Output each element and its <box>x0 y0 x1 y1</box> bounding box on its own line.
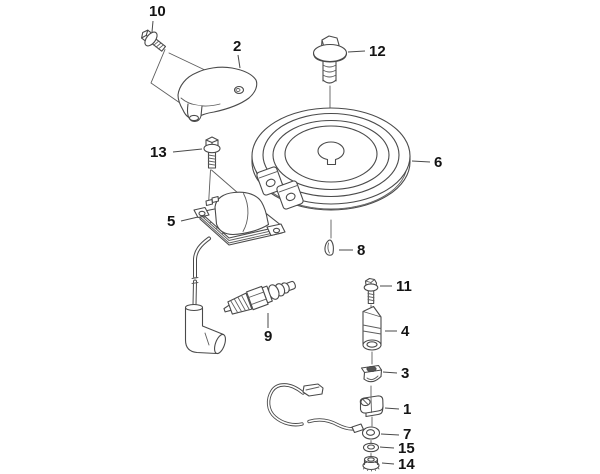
ground-wire-7 <box>266 383 381 440</box>
leader-line-coil-bolt <box>172 148 203 153</box>
part-label-2-cover-bracket: 2 <box>233 38 241 55</box>
part-label-8-woodruff-key: 8 <box>357 242 365 259</box>
leader-line-cover-bracket <box>237 54 241 69</box>
projection-lines-bracket <box>150 49 208 104</box>
part-label-15-washer: 15 <box>398 440 415 457</box>
ring-terminal <box>361 426 381 440</box>
leader-line-flywheel <box>411 160 431 163</box>
flag-connector <box>302 383 324 397</box>
leader-line-ignition-coil <box>180 216 199 222</box>
magnet-block-right <box>276 180 304 210</box>
part-label-10-bracket-bolt: 10 <box>149 3 166 20</box>
washer-15 <box>362 442 380 453</box>
bolt-13 <box>203 136 221 169</box>
part-label-3-clip-nut: 3 <box>401 365 409 382</box>
part-label-5-ignition-coil: 5 <box>167 213 175 230</box>
leader-line-ground-wire <box>380 433 400 436</box>
leader-line-cable-clamp <box>384 407 400 410</box>
leader-line-flywheel-bolt <box>347 50 366 53</box>
spark-plug-lead <box>184 236 226 355</box>
part-label-11-terminal-screw: 11 <box>396 278 412 295</box>
flange-nut-14 <box>362 455 380 472</box>
leader-line-bracket-bolt <box>151 20 154 33</box>
leader-line-washer <box>379 446 395 449</box>
cable-clamp-1 <box>359 395 384 418</box>
part-label-12-flywheel-bolt: 12 <box>369 43 386 60</box>
part-label-6-flywheel: 6 <box>434 154 442 171</box>
bolt-12 <box>312 35 348 84</box>
bolt-10 <box>141 29 167 52</box>
part-label-1-cable-clamp: 1 <box>403 401 411 418</box>
cover-bracket-2 <box>177 66 258 122</box>
clip-nut-3 <box>360 364 383 383</box>
leader-line-clip-nut <box>382 371 398 374</box>
leader-line-flange-nut <box>381 462 395 465</box>
spacer-sleeve-4 <box>362 305 382 351</box>
woodruff-key-8 <box>324 239 334 256</box>
spark-plug-boot <box>184 303 226 355</box>
crimp-sleeve <box>351 423 365 434</box>
ignition-coil-5 <box>193 191 286 246</box>
part-label-7-ground-wire: 7 <box>403 426 411 443</box>
part-label-14-flange-nut: 14 <box>398 456 415 473</box>
spark-plug-9 <box>223 280 296 315</box>
bolt-11 <box>363 277 379 305</box>
part-label-9-spark-plug: 9 <box>264 328 272 345</box>
part-label-13-coil-bolt: 13 <box>150 144 167 161</box>
flywheel-6 <box>251 107 411 211</box>
part-label-4-spacer-sleeve: 4 <box>401 323 410 340</box>
